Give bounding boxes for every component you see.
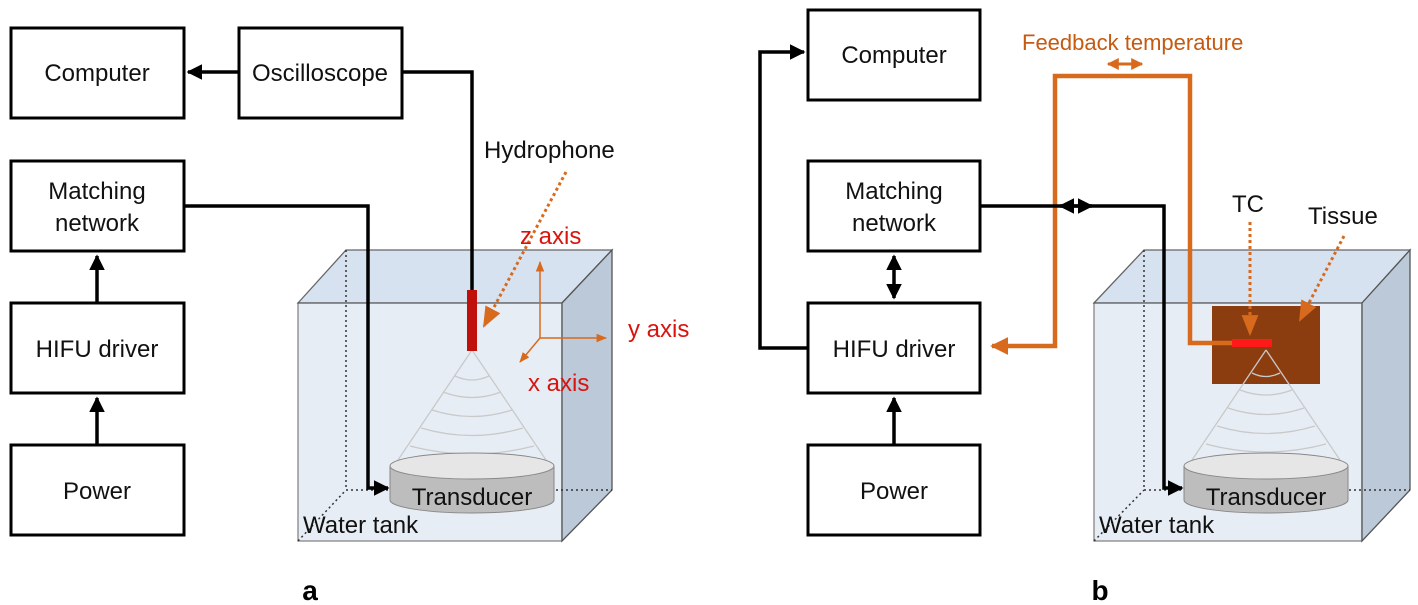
power-box-a xyxy=(9,443,186,537)
tissue-pointer xyxy=(1298,235,1346,322)
matching-label-line2-b: network xyxy=(852,210,937,237)
hydrophone-pointer xyxy=(482,171,568,328)
computer-box-b xyxy=(806,8,982,102)
transducer-a: Transducer xyxy=(389,452,555,514)
matching-network-box-b xyxy=(806,159,982,253)
hifu-driver-label-a: HIFU driver xyxy=(36,336,159,363)
matching-network-box-a xyxy=(9,159,186,253)
matching-label-line1-b: Matching xyxy=(845,178,942,205)
y-axis-label: y axis xyxy=(628,316,689,343)
matching-to-transducer-wire-a xyxy=(184,204,390,496)
hydrophone-label: Hydrophone xyxy=(484,137,615,164)
axes-indicator xyxy=(519,260,608,363)
oscilloscope-box xyxy=(237,26,404,120)
panel-label-a: a xyxy=(302,575,318,605)
water-tank-label-b: Water tank xyxy=(1099,512,1215,539)
power-label-b: Power xyxy=(860,478,928,505)
tc-label: TC xyxy=(1232,191,1264,218)
ultrasound-waves-b xyxy=(1191,349,1341,461)
power-box-b xyxy=(806,443,982,537)
z-axis-label: z axis xyxy=(520,223,581,250)
power-label-a: Power xyxy=(63,478,131,505)
feedback-temperature-line xyxy=(990,73,1232,355)
hydrophone-cable xyxy=(402,70,474,292)
computer-label-a: Computer xyxy=(44,60,149,87)
computer-box-a xyxy=(9,26,186,120)
transducer-label-b: Transducer xyxy=(1206,484,1327,511)
x-axis-label: x axis xyxy=(528,370,589,397)
matching-label-line1-a: Matching xyxy=(48,178,145,205)
panel-a: Transducer Water tank Hydrophone z axis … xyxy=(9,26,689,605)
oscilloscope-label: Oscilloscope xyxy=(252,60,388,87)
driver-to-computer-wire xyxy=(758,44,808,350)
transducer-label-a: Transducer xyxy=(412,484,533,511)
feedback-label: Feedback temperature xyxy=(1022,30,1243,55)
hifu-driver-label-b: HIFU driver xyxy=(833,336,956,363)
computer-label-b: Computer xyxy=(841,42,946,69)
hydrophone-probe xyxy=(467,290,477,351)
panel-label-b: b xyxy=(1091,575,1108,605)
transducer-b: Transducer xyxy=(1183,452,1349,514)
panel-b: Transducer Water tank Feedback temperatu… xyxy=(758,8,1412,605)
water-tank-label-a: Water tank xyxy=(303,512,419,539)
tc-sensor xyxy=(1232,339,1272,347)
hifu-driver-box-b xyxy=(806,301,982,395)
matching-label-line2-a: network xyxy=(55,210,140,237)
tissue-label: Tissue xyxy=(1308,203,1378,230)
